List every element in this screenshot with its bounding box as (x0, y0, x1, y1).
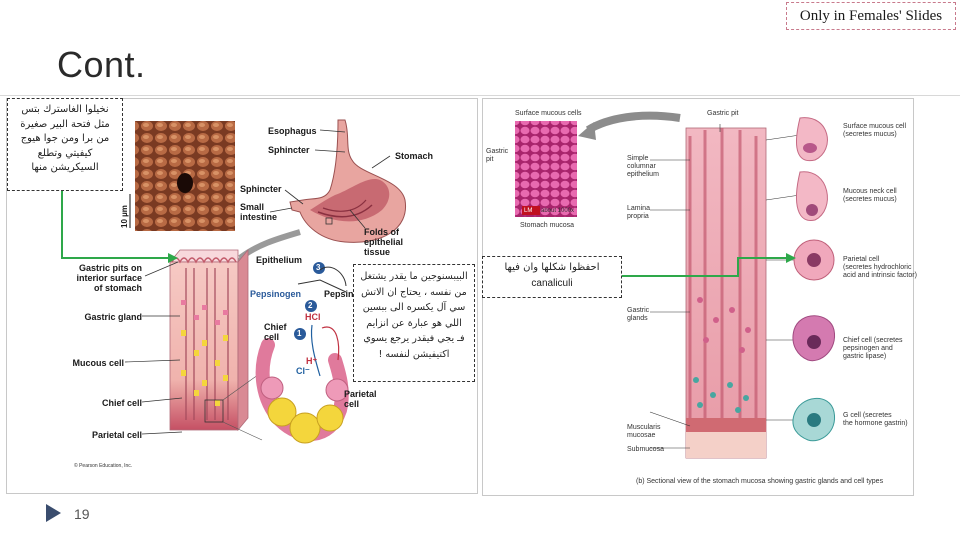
label-stomach: Stomach (395, 151, 434, 161)
note-line: اكتيفيشن لنفسه ! (378, 348, 450, 360)
label-submucosa: Submucosa (627, 446, 664, 453)
label-stomach-mucosa: Stomach mucosa (520, 222, 575, 229)
label-surface-mucous-cell: Surface mucous cell (secretes mucus) (843, 123, 907, 138)
annotation-arrowheads (168, 253, 796, 263)
page-number: 19 (74, 506, 90, 522)
label-esophagus: Esophagus (268, 126, 317, 136)
note-line: مثل فتحة البير صغيرة (20, 118, 110, 130)
note-line: احفظوا شكلها وان فيها (504, 262, 600, 273)
annotation-arrows (61, 190, 790, 277)
note-line-latin: canaliculi (531, 278, 573, 289)
note-line: من نفسه ، يحتاج ان الاتش (361, 286, 467, 298)
label-surface-mucous-cells: Surface mucous cells (515, 110, 582, 117)
cell-type-illustrations (792, 117, 836, 442)
gastric-gland-block (124, 248, 263, 441)
note-gastric-pits: نخيلوا الغاسترك بتس مثل فتحة البير صغيرة… (7, 98, 123, 191)
copyright-note: © Pearson Education, Inc. (74, 463, 133, 469)
micrograph-tag: LM (524, 208, 533, 214)
note-line: فـ يجي فيقدر يرجع يسوي (363, 333, 465, 344)
label-gastric-gland: Gastric gland (84, 312, 142, 322)
note-line: نخيلوا الغاسترك بتس (21, 104, 109, 115)
label-muscularis-mucosae: Muscularis mucosae (627, 424, 661, 439)
label-gastric-pit: Gastric pit (707, 110, 739, 117)
step-3-marker: 3 (316, 263, 321, 272)
gastric-mucosa-cross-section (649, 124, 801, 459)
label-simple-columnar: Simple columnar epithelium (627, 155, 659, 178)
slide-title: Cont. (57, 44, 146, 85)
label-lamina-propria: Lamina propria (627, 205, 650, 220)
label-mucous-cell: Mucous cell (72, 358, 124, 368)
title-divider (0, 95, 960, 96)
left-figure-frame (6, 98, 478, 494)
label-scale-bar: 10 µm (120, 205, 129, 228)
chief-parietal-cluster (255, 262, 349, 444)
label-chief-cell-right: Chief cell (secretes pepsinogen and gast… (843, 337, 903, 360)
label-gastric-pits: Gastric pits on interior surface of stom… (76, 263, 142, 293)
label-magnification: about 1000x (541, 208, 575, 214)
note-pepsinogen: البيبسنوجين ما يقدر يشتغل من نفسه ، يحتا… (353, 264, 475, 382)
label-small-intestine: Small intestine (240, 202, 278, 222)
label-chief-cell-left: Chief cell (101, 398, 142, 408)
label-hcl: HCl (305, 312, 321, 322)
stomach-diagram (232, 119, 406, 266)
step-2-marker: 2 (308, 301, 313, 310)
label-epithelium: Epithelium (256, 255, 303, 265)
label-h-plus: H⁺ (306, 356, 318, 366)
gastric-pits-micrograph (120, 121, 235, 231)
figure-caption: (b) Sectional view of the stomach mucosa… (636, 478, 884, 485)
label-pepsin: Pepsin (324, 289, 354, 299)
label-gastric-pit-small: Gastric pit (486, 148, 509, 163)
note-parietal-cell: احفظوا شكلها وان فيها canaliculi (482, 256, 622, 298)
label-sphincter-bottom: Sphincter (240, 184, 282, 194)
label-sphincter-top: Sphincter (268, 145, 310, 155)
note-line: من برا ومن جوا هيوج (20, 133, 110, 144)
label-cl-minus: Cl⁻ (296, 366, 310, 376)
stomach-mucosa-micrograph (515, 111, 681, 217)
step-1-marker: 1 (297, 329, 302, 338)
label-parietal-cell-left: Parietal cell (91, 430, 142, 440)
label-folds: Folds of epithelial tissue (364, 227, 404, 257)
label-gastric-glands: Gastric glands (627, 307, 650, 322)
label-chief-cell: Chief cell (264, 322, 287, 342)
note-line: السيكريشن منها (31, 162, 99, 173)
note-line: سي آل يكسره الى ببسين (362, 302, 466, 313)
note-line: اللي هو عبارة عن انزايم (366, 317, 462, 329)
label-mucous-neck-cell: Mucous neck cell (secretes mucus) (843, 188, 897, 203)
label-parietal-cell-right: Parietal cell (secretes hydrochloric aci… (843, 256, 917, 279)
females-only-badge: Only in Females' Slides (786, 2, 956, 30)
note-line: كيفيتي وتطلع (37, 147, 93, 159)
label-pepsinogen: Pepsinogen (250, 289, 302, 299)
note-line: البيبسنوجين ما يقدر يشتغل (360, 271, 468, 282)
label-g-cell: G cell (secretes the hormone gastrin) (843, 412, 908, 427)
play-arrow-icon (46, 504, 61, 522)
label-parietal-cell: Parietal cell (344, 389, 377, 409)
